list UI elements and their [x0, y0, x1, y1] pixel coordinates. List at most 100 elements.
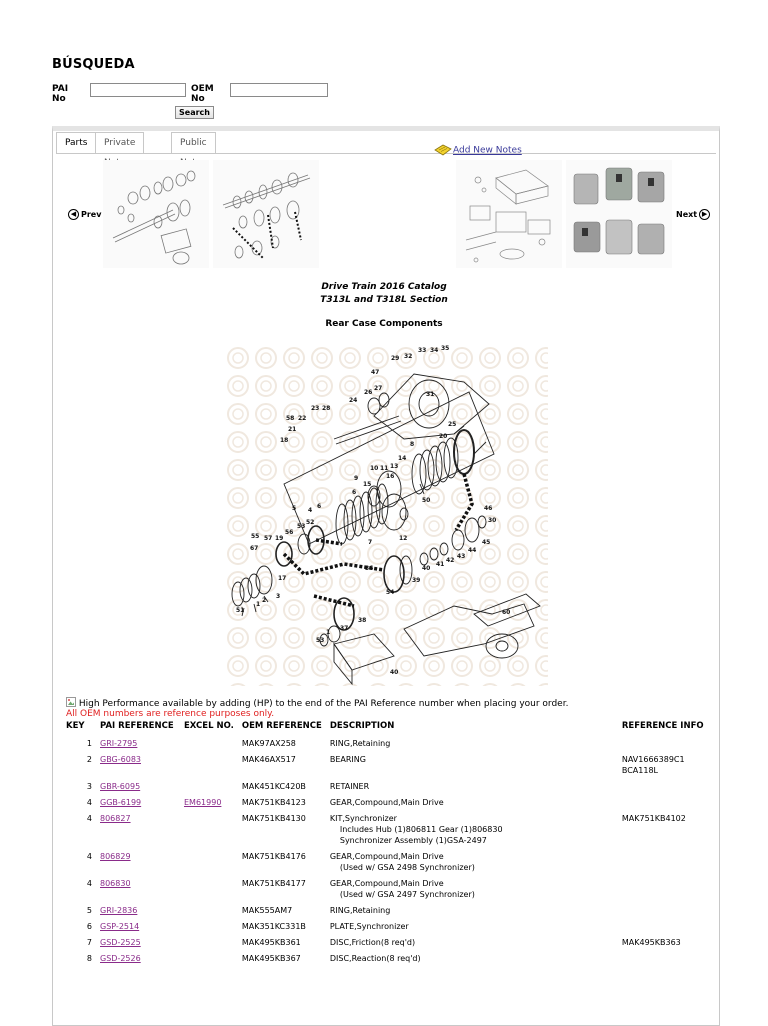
reference-info [618, 920, 712, 936]
oem-reference: MAK97AX258 [241, 739, 296, 748]
svg-text:52: 52 [306, 519, 314, 526]
svg-text:33: 33 [418, 347, 426, 354]
row-key: 5 [86, 906, 92, 915]
pai-link[interactable]: GRI-2836 [100, 906, 138, 915]
tab-public-notes[interactable]: Public Notes [171, 132, 216, 168]
tab-divider [56, 153, 716, 154]
next-button[interactable]: Next ▶ [676, 209, 711, 220]
svg-text:44: 44 [468, 547, 476, 554]
svg-text:15: 15 [363, 481, 371, 488]
description: PLATE,Synchronizer [329, 922, 409, 931]
svg-text:34: 34 [430, 347, 438, 354]
pai-link[interactable]: GSD-2526 [100, 954, 141, 963]
oem-reference: MAK351KC331B [241, 922, 306, 931]
thumbnail-2[interactable] [213, 160, 319, 268]
table-row: 2 GBG-6083 MAK46AX517 BEARING NAV1666389… [62, 753, 712, 780]
description: GEAR,Compound,Main Drive(Used w/ GSA 249… [329, 879, 475, 899]
page-title: BÚSQUEDA [52, 57, 135, 72]
svg-text:1: 1 [256, 601, 260, 608]
search-button[interactable]: Search [175, 106, 214, 119]
col-key: KEY [66, 721, 85, 731]
pai-link[interactable]: 806827 [100, 814, 131, 823]
oem-reference: MAK495KB361 [241, 938, 301, 947]
description: DISC,Reaction(8 req'd) [329, 954, 421, 963]
col-description: DESCRIPTION [329, 721, 395, 731]
svg-text:27: 27 [374, 385, 382, 392]
row-key: 1 [86, 739, 92, 748]
reference-info: MAK495KB363 [621, 938, 681, 947]
description: DISC,Friction(8 req'd) [329, 938, 416, 947]
svg-text:12: 12 [399, 535, 407, 542]
catalog-title-line1: Drive Train 2016 Catalog [321, 282, 447, 292]
arrow-left-icon: ◀ [68, 209, 79, 220]
svg-text:24: 24 [349, 397, 357, 404]
svg-text:9: 9 [354, 475, 358, 482]
description: RING,Retaining [329, 906, 391, 915]
svg-text:35: 35 [441, 345, 449, 352]
oem-reference: MAK495KB367 [241, 954, 301, 963]
tab-private-notes[interactable]: Private Notes [95, 132, 145, 168]
col-pai-reference: PAI REFERENCE [100, 721, 174, 731]
oem-input[interactable] [230, 83, 328, 97]
parts-table: KEY PAI REFERENCE EXCEL NO. OEM REFERENC… [62, 721, 712, 968]
pai-link[interactable]: GBG-6083 [100, 755, 141, 764]
tab-parts[interactable]: Parts [56, 132, 97, 154]
svg-text:32: 32 [404, 353, 412, 360]
svg-text:2: 2 [262, 597, 266, 604]
svg-text:54: 54 [386, 589, 394, 596]
svg-text:7: 7 [368, 539, 372, 546]
svg-text:4: 4 [308, 507, 312, 514]
add-notes-link[interactable]: Add New Notes [453, 145, 522, 156]
col-reference-info: REFERENCE INFO [621, 721, 704, 731]
svg-text:43: 43 [457, 553, 465, 560]
pai-label: PAI No [52, 84, 69, 104]
add-notes[interactable]: Add New Notes [433, 143, 522, 157]
svg-text:14: 14 [398, 455, 406, 462]
oem-label: OEM No [191, 84, 214, 104]
pai-link[interactable]: GGB-6199 [100, 798, 142, 807]
reference-info [618, 904, 712, 920]
pai-link[interactable]: GRI-2795 [100, 739, 138, 748]
thumbnail-1[interactable] [103, 160, 209, 268]
thumbnail-3[interactable] [456, 160, 562, 268]
svg-text:20: 20 [439, 433, 447, 440]
svg-text:10: 10 [370, 465, 378, 472]
svg-text:36: 36 [365, 565, 373, 572]
svg-text:17: 17 [278, 575, 286, 582]
table-header-row: KEY PAI REFERENCE EXCEL NO. OEM REFERENC… [62, 721, 712, 737]
thumbnail-4[interactable] [566, 160, 672, 268]
watermark-background [224, 344, 548, 686]
pai-link[interactable]: GBR-6095 [100, 782, 141, 791]
svg-text:45: 45 [482, 539, 490, 546]
pai-link[interactable]: GSD-2525 [100, 938, 141, 947]
col-excel-no: EXCEL NO. [184, 721, 234, 731]
diagram-drawing [231, 373, 541, 686]
pai-link[interactable]: GSP-2514 [100, 922, 140, 931]
row-key: 8 [86, 954, 92, 963]
pai-link[interactable]: 806830 [100, 879, 131, 888]
row-key: 4 [86, 852, 92, 861]
pai-link[interactable]: 806829 [100, 852, 131, 861]
row-key: 7 [86, 938, 92, 947]
description: GEAR,Compound,Main Drive [329, 798, 444, 807]
prev-button[interactable]: ◀ Prev [68, 209, 101, 220]
pai-input[interactable] [90, 83, 186, 97]
reference-info [618, 877, 712, 904]
reference-info [618, 850, 712, 877]
svg-text:58: 58 [286, 415, 294, 422]
row-key: 4 [86, 798, 92, 807]
table-row: 4 GGB-6199 EM61990 MAK751KB4123 GEAR,Com… [62, 796, 712, 812]
prev-label: Prev [81, 210, 102, 219]
table-row: 4 806830 MAK751KB4177 GEAR,Compound,Main… [62, 877, 712, 904]
parts-diagram[interactable]: 29 32 33 34 35 47 27 26 24 31 23 28 58 2… [224, 344, 548, 686]
svg-text:47: 47 [371, 369, 379, 376]
svg-text:26: 26 [364, 389, 372, 396]
svg-text:3: 3 [276, 593, 280, 600]
svg-text:19: 19 [275, 535, 283, 542]
oem-reference: MAK451KC420B [241, 782, 306, 791]
excel-link[interactable]: EM61990 [184, 798, 222, 807]
svg-text:39: 39 [412, 577, 420, 584]
svg-text:40: 40 [422, 565, 430, 572]
row-key: 6 [86, 922, 92, 931]
